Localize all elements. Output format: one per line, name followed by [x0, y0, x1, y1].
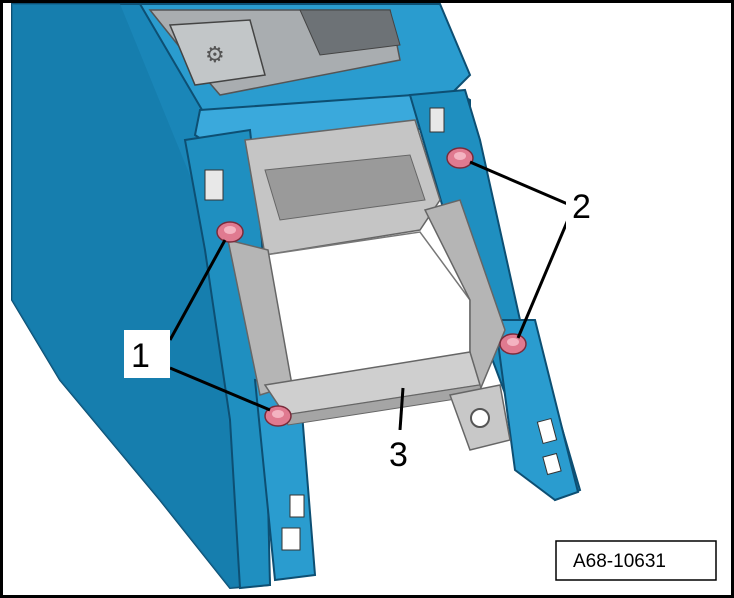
callout-3-number: 3	[389, 436, 408, 474]
leader-2-lower	[516, 214, 572, 339]
leader-3	[398, 387, 405, 431]
symbol-plate-glyph: ⚙	[205, 42, 225, 67]
rim-tab-left	[204, 169, 224, 201]
figure-id-box: A68-10631	[555, 540, 717, 581]
screw-2-upper	[446, 147, 474, 169]
mounting-lug-hole	[470, 408, 490, 428]
right-leg-slot-2	[542, 452, 562, 476]
callout-2: 2	[566, 183, 608, 229]
callout-1-number: 1	[131, 337, 150, 375]
left-leg-slot-2	[281, 527, 301, 551]
symbol-plate	[168, 19, 266, 86]
leader-lines	[168, 160, 572, 431]
rim-tab-right	[429, 107, 445, 133]
screws	[216, 147, 527, 427]
callout-1: 1	[124, 330, 170, 378]
left-leg-slot-1	[289, 494, 305, 518]
callout-2-number: 2	[572, 188, 591, 226]
leader-1-lower	[169, 366, 271, 412]
console-left-side-shade	[12, 4, 250, 588]
right-leg-slot-1	[536, 417, 558, 445]
screw-2-lower	[499, 333, 527, 355]
callout-3: 3	[382, 430, 422, 476]
screw-1-lower	[264, 405, 292, 427]
bracket	[227, 119, 511, 451]
bracket-dark-recess	[264, 154, 426, 221]
screw-1-upper	[216, 221, 244, 243]
leader-2-upper	[469, 160, 571, 207]
figure-id-label: A68-10631	[573, 551, 666, 572]
top-grille	[299, 9, 401, 56]
center-console-housing: ⚙	[11, 3, 582, 590]
leader-1-upper	[168, 239, 227, 341]
